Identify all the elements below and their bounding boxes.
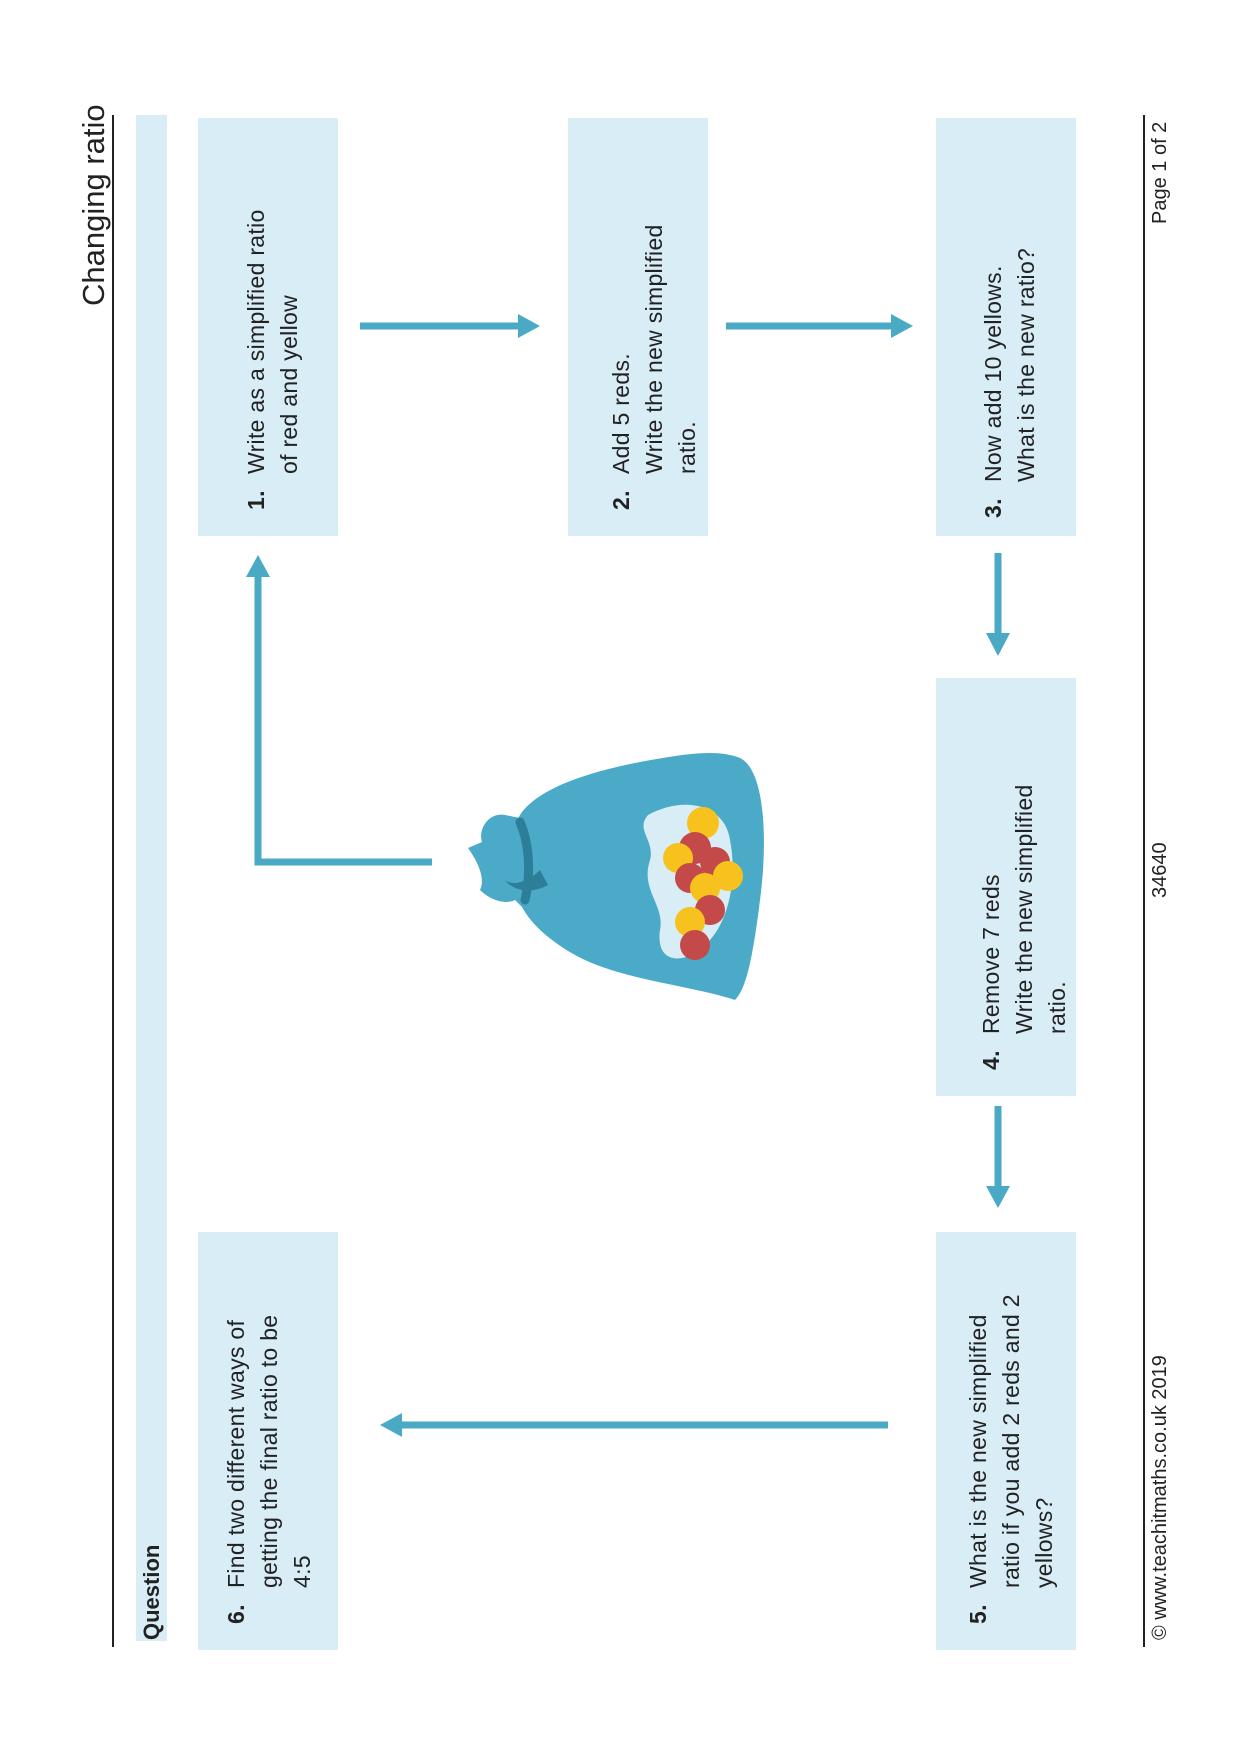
arrow-icon (986, 1106, 1010, 1208)
document-code: 34640 (1149, 842, 1171, 898)
arrow-icon (360, 314, 540, 338)
copyright: © www.teachitmaths.co.uk 2019 (1149, 1355, 1171, 1640)
question-bar (136, 115, 167, 1641)
step-6-box (198, 1232, 338, 1650)
page-number: Page 1 of 2 (1149, 121, 1171, 224)
arrow-icon (380, 1413, 888, 1437)
step-2-box (568, 118, 708, 536)
arrow-icon (986, 553, 1010, 656)
arrow-icon (246, 555, 432, 866)
footer-rule (1143, 115, 1145, 1647)
arrow-icon (726, 314, 913, 338)
step-3-box (936, 118, 1076, 536)
bag-of-counters-icon (468, 753, 764, 1000)
step-1-box (198, 118, 338, 536)
header-rule (112, 115, 114, 1647)
step-5-box (936, 1232, 1076, 1650)
step-4-box (936, 678, 1076, 1096)
